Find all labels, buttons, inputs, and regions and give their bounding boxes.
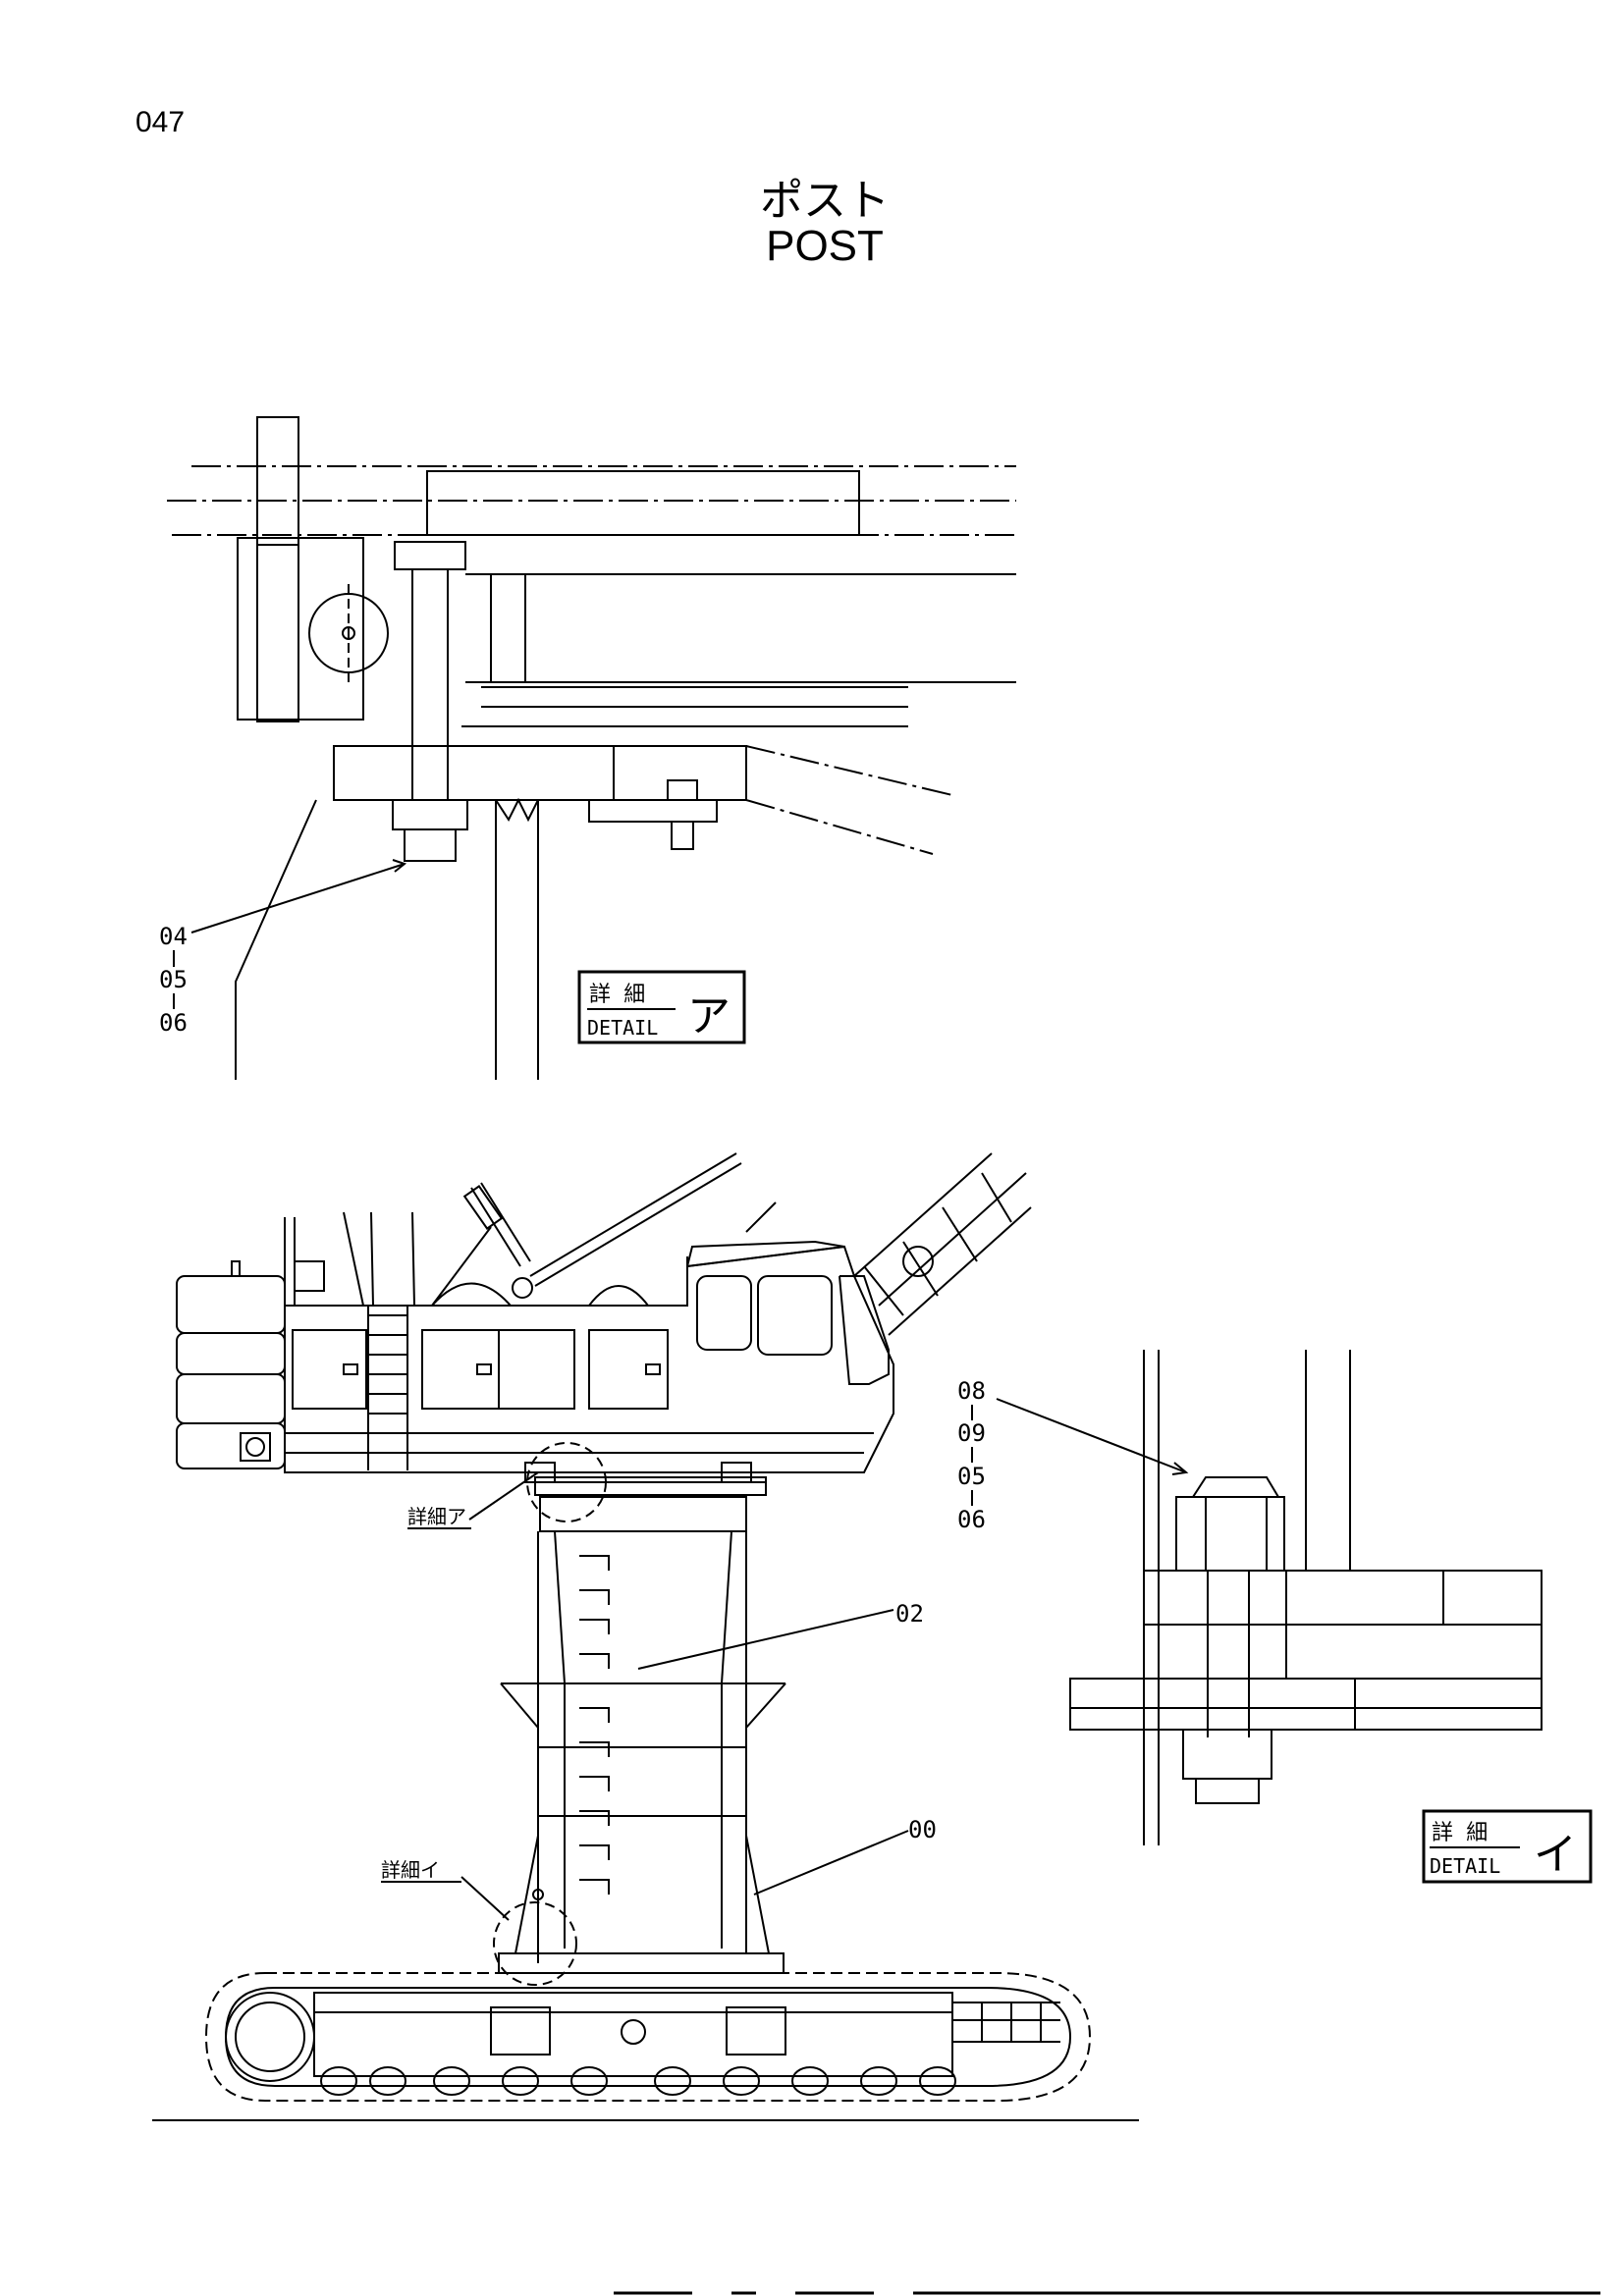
callout-05: 05	[159, 966, 188, 993]
title-english: POST	[766, 222, 884, 270]
ref-detail-i: 詳細イ	[381, 1858, 440, 1882]
detail-a-drawing	[167, 416, 1016, 1080]
detail-a-callout: 04 05 06	[159, 923, 188, 1037]
detail-i-badge-mark: イ	[1534, 1830, 1577, 1880]
ref-detail-a: 詳細ア	[407, 1505, 466, 1528]
callout-06b: 06	[957, 1506, 986, 1533]
detail-i-drawing	[996, 1350, 1543, 1845]
title-japanese: ポスト	[760, 176, 890, 226]
callout-04: 04	[159, 923, 188, 950]
detail-a-badge-en: DETAIL	[587, 1016, 658, 1040]
callout-05b: 05	[957, 1463, 986, 1490]
detail-a-badge-mark: ア	[687, 991, 731, 1041]
page-number: 047	[135, 106, 186, 138]
post-handholds	[579, 1555, 610, 1895]
detail-i-badge: 詳 細 DETAIL イ	[1422, 1809, 1593, 1884]
callout-06: 06	[159, 1009, 188, 1037]
detail-i-callout: 08 09 05 06	[957, 1377, 986, 1533]
callout-08: 08	[957, 1377, 986, 1405]
detail-a-badge: 詳 細 DETAIL ア	[577, 970, 746, 1044]
label-02: 02	[895, 1600, 924, 1628]
detail-a-badge-jp: 詳 細	[589, 983, 645, 1007]
main-view-labels: 詳細ア 詳細イ 02 00	[381, 1505, 937, 1883]
crane-drawing	[152, 1152, 1139, 2121]
detail-i-badge-jp: 詳 細	[1432, 1821, 1488, 1845]
detail-i-badge-en: DETAIL	[1430, 1854, 1500, 1878]
label-00: 00	[908, 1816, 937, 1843]
callout-09: 09	[957, 1419, 986, 1447]
